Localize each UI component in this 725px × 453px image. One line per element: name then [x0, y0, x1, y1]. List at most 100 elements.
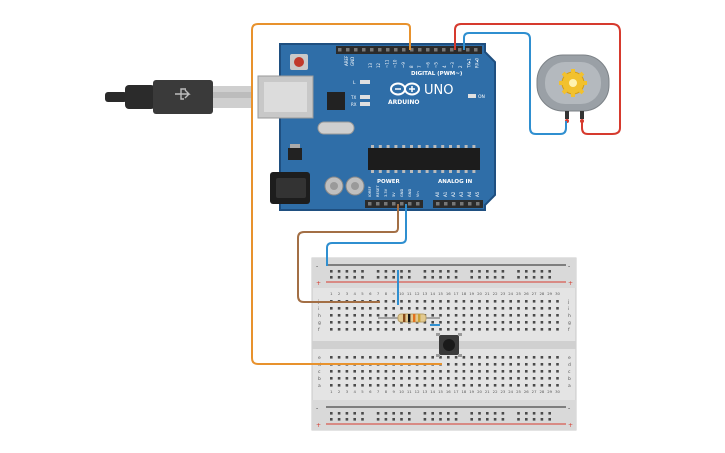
breadboard-hole[interactable]	[454, 300, 458, 303]
breadboard-hole[interactable]	[369, 356, 372, 359]
breadboard-hole[interactable]	[556, 314, 559, 317]
header-pin[interactable]	[362, 48, 366, 52]
breadboard-hole[interactable]	[447, 314, 450, 317]
breadboard-hole[interactable]	[447, 300, 450, 303]
breadboard-hole[interactable]	[532, 328, 536, 331]
breadboard-hole[interactable]	[501, 363, 505, 366]
breadboard-hole[interactable]	[532, 356, 536, 359]
breadboard-hole[interactable]	[525, 328, 528, 331]
breadboard-hole[interactable]	[517, 363, 520, 366]
breadboard-hole[interactable]	[345, 384, 349, 387]
breadboard-hole[interactable]	[540, 321, 544, 324]
breadboard-hole[interactable]	[517, 307, 520, 310]
breadboard-hole[interactable]	[548, 377, 551, 380]
analog-pin[interactable]	[468, 202, 472, 206]
breadboard-hole[interactable]	[345, 307, 349, 310]
breadboard-hole[interactable]	[493, 377, 497, 380]
breadboard-hole[interactable]	[384, 328, 388, 331]
breadboard-hole[interactable]	[470, 377, 473, 380]
breadboard-hole[interactable]	[540, 370, 544, 373]
breadboard-hole[interactable]	[423, 300, 427, 303]
breadboard-hole[interactable]	[548, 356, 551, 359]
breadboard-hole[interactable]	[439, 356, 442, 359]
breadboard-hole[interactable]	[509, 328, 512, 331]
breadboard-hole[interactable]	[525, 307, 528, 310]
breadboard-hole[interactable]	[447, 321, 450, 324]
breadboard-hole[interactable]	[486, 328, 489, 331]
breadboard-hole[interactable]	[478, 307, 481, 310]
breadboard-hole[interactable]	[376, 356, 380, 359]
breadboard-hole[interactable]	[501, 328, 505, 331]
header-pin[interactable]	[442, 48, 446, 52]
breadboard-hole[interactable]	[330, 307, 333, 310]
power-pin[interactable]	[376, 202, 380, 206]
breadboard-hole[interactable]	[462, 314, 466, 317]
breadboard-hole[interactable]	[454, 363, 458, 366]
header-pin[interactable]	[410, 48, 414, 52]
breadboard-hole[interactable]	[361, 328, 364, 331]
breadboard-hole[interactable]	[384, 321, 388, 324]
breadboard-hole[interactable]	[330, 328, 333, 331]
breadboard-hole[interactable]	[376, 314, 380, 317]
power-pin[interactable]	[368, 202, 372, 206]
breadboard-hole[interactable]	[501, 321, 505, 324]
header-pin[interactable]	[458, 48, 462, 52]
red-wire-pin3-to-motor[interactable]	[454, 23, 621, 135]
breadboard-hole[interactable]	[423, 370, 427, 373]
breadboard-hole[interactable]	[501, 377, 505, 380]
breadboard-hole[interactable]	[501, 384, 505, 387]
breadboard-hole[interactable]	[493, 321, 497, 324]
breadboard-hole[interactable]	[431, 356, 434, 359]
breadboard-hole[interactable]	[447, 377, 450, 380]
breadboard-hole[interactable]	[478, 321, 481, 324]
breadboard-hole[interactable]	[392, 321, 395, 324]
breadboard-hole[interactable]	[525, 321, 528, 324]
breadboard-hole[interactable]	[439, 377, 442, 380]
breadboard-hole[interactable]	[454, 384, 458, 387]
breadboard-hole[interactable]	[493, 356, 497, 359]
breadboard-hole[interactable]	[369, 370, 372, 373]
breadboard-hole[interactable]	[330, 321, 333, 324]
breadboard-hole[interactable]	[540, 356, 544, 359]
breadboard-hole[interactable]	[439, 370, 442, 373]
breadboard-hole[interactable]	[470, 384, 473, 387]
breadboard-hole[interactable]	[345, 377, 349, 380]
breadboard-hole[interactable]	[493, 370, 497, 373]
breadboard-hole[interactable]	[517, 300, 520, 303]
breadboard-hole[interactable]	[392, 328, 395, 331]
breadboard-hole[interactable]	[540, 377, 544, 380]
breadboard-hole[interactable]	[330, 370, 333, 373]
breadboard-hole[interactable]	[337, 356, 341, 359]
breadboard-hole[interactable]	[431, 328, 434, 331]
breadboard-hole[interactable]	[400, 356, 403, 359]
resistor[interactable]	[378, 313, 440, 323]
breadboard-hole[interactable]	[369, 307, 372, 310]
breadboard-hole[interactable]	[447, 328, 450, 331]
analog-pin[interactable]	[436, 202, 440, 206]
power-pin[interactable]	[408, 202, 412, 206]
breadboard-hole[interactable]	[369, 328, 372, 331]
breadboard-hole[interactable]	[540, 307, 544, 310]
breadboard-hole[interactable]	[423, 356, 427, 359]
breadboard-hole[interactable]	[532, 307, 536, 310]
breadboard-hole[interactable]	[361, 356, 364, 359]
breadboard-hole[interactable]	[423, 384, 427, 387]
breadboard-hole[interactable]	[493, 307, 497, 310]
breadboard-hole[interactable]	[415, 307, 419, 310]
power-pin[interactable]	[416, 202, 420, 206]
breadboard-hole[interactable]	[486, 377, 489, 380]
header-pin[interactable]	[450, 48, 454, 52]
breadboard-hole[interactable]	[470, 328, 473, 331]
breadboard-hole[interactable]	[369, 321, 372, 324]
breadboard-hole[interactable]	[470, 356, 473, 359]
breadboard-hole[interactable]	[376, 321, 380, 324]
breadboard-hole[interactable]	[548, 328, 551, 331]
breadboard-hole[interactable]	[509, 370, 512, 373]
breadboard-hole[interactable]	[384, 300, 388, 303]
breadboard-hole[interactable]	[384, 370, 388, 373]
breadboard-hole[interactable]	[361, 314, 364, 317]
header-pin[interactable]	[466, 48, 470, 52]
breadboard-hole[interactable]	[337, 321, 341, 324]
breadboard-hole[interactable]	[486, 307, 489, 310]
breadboard-hole[interactable]	[408, 328, 411, 331]
